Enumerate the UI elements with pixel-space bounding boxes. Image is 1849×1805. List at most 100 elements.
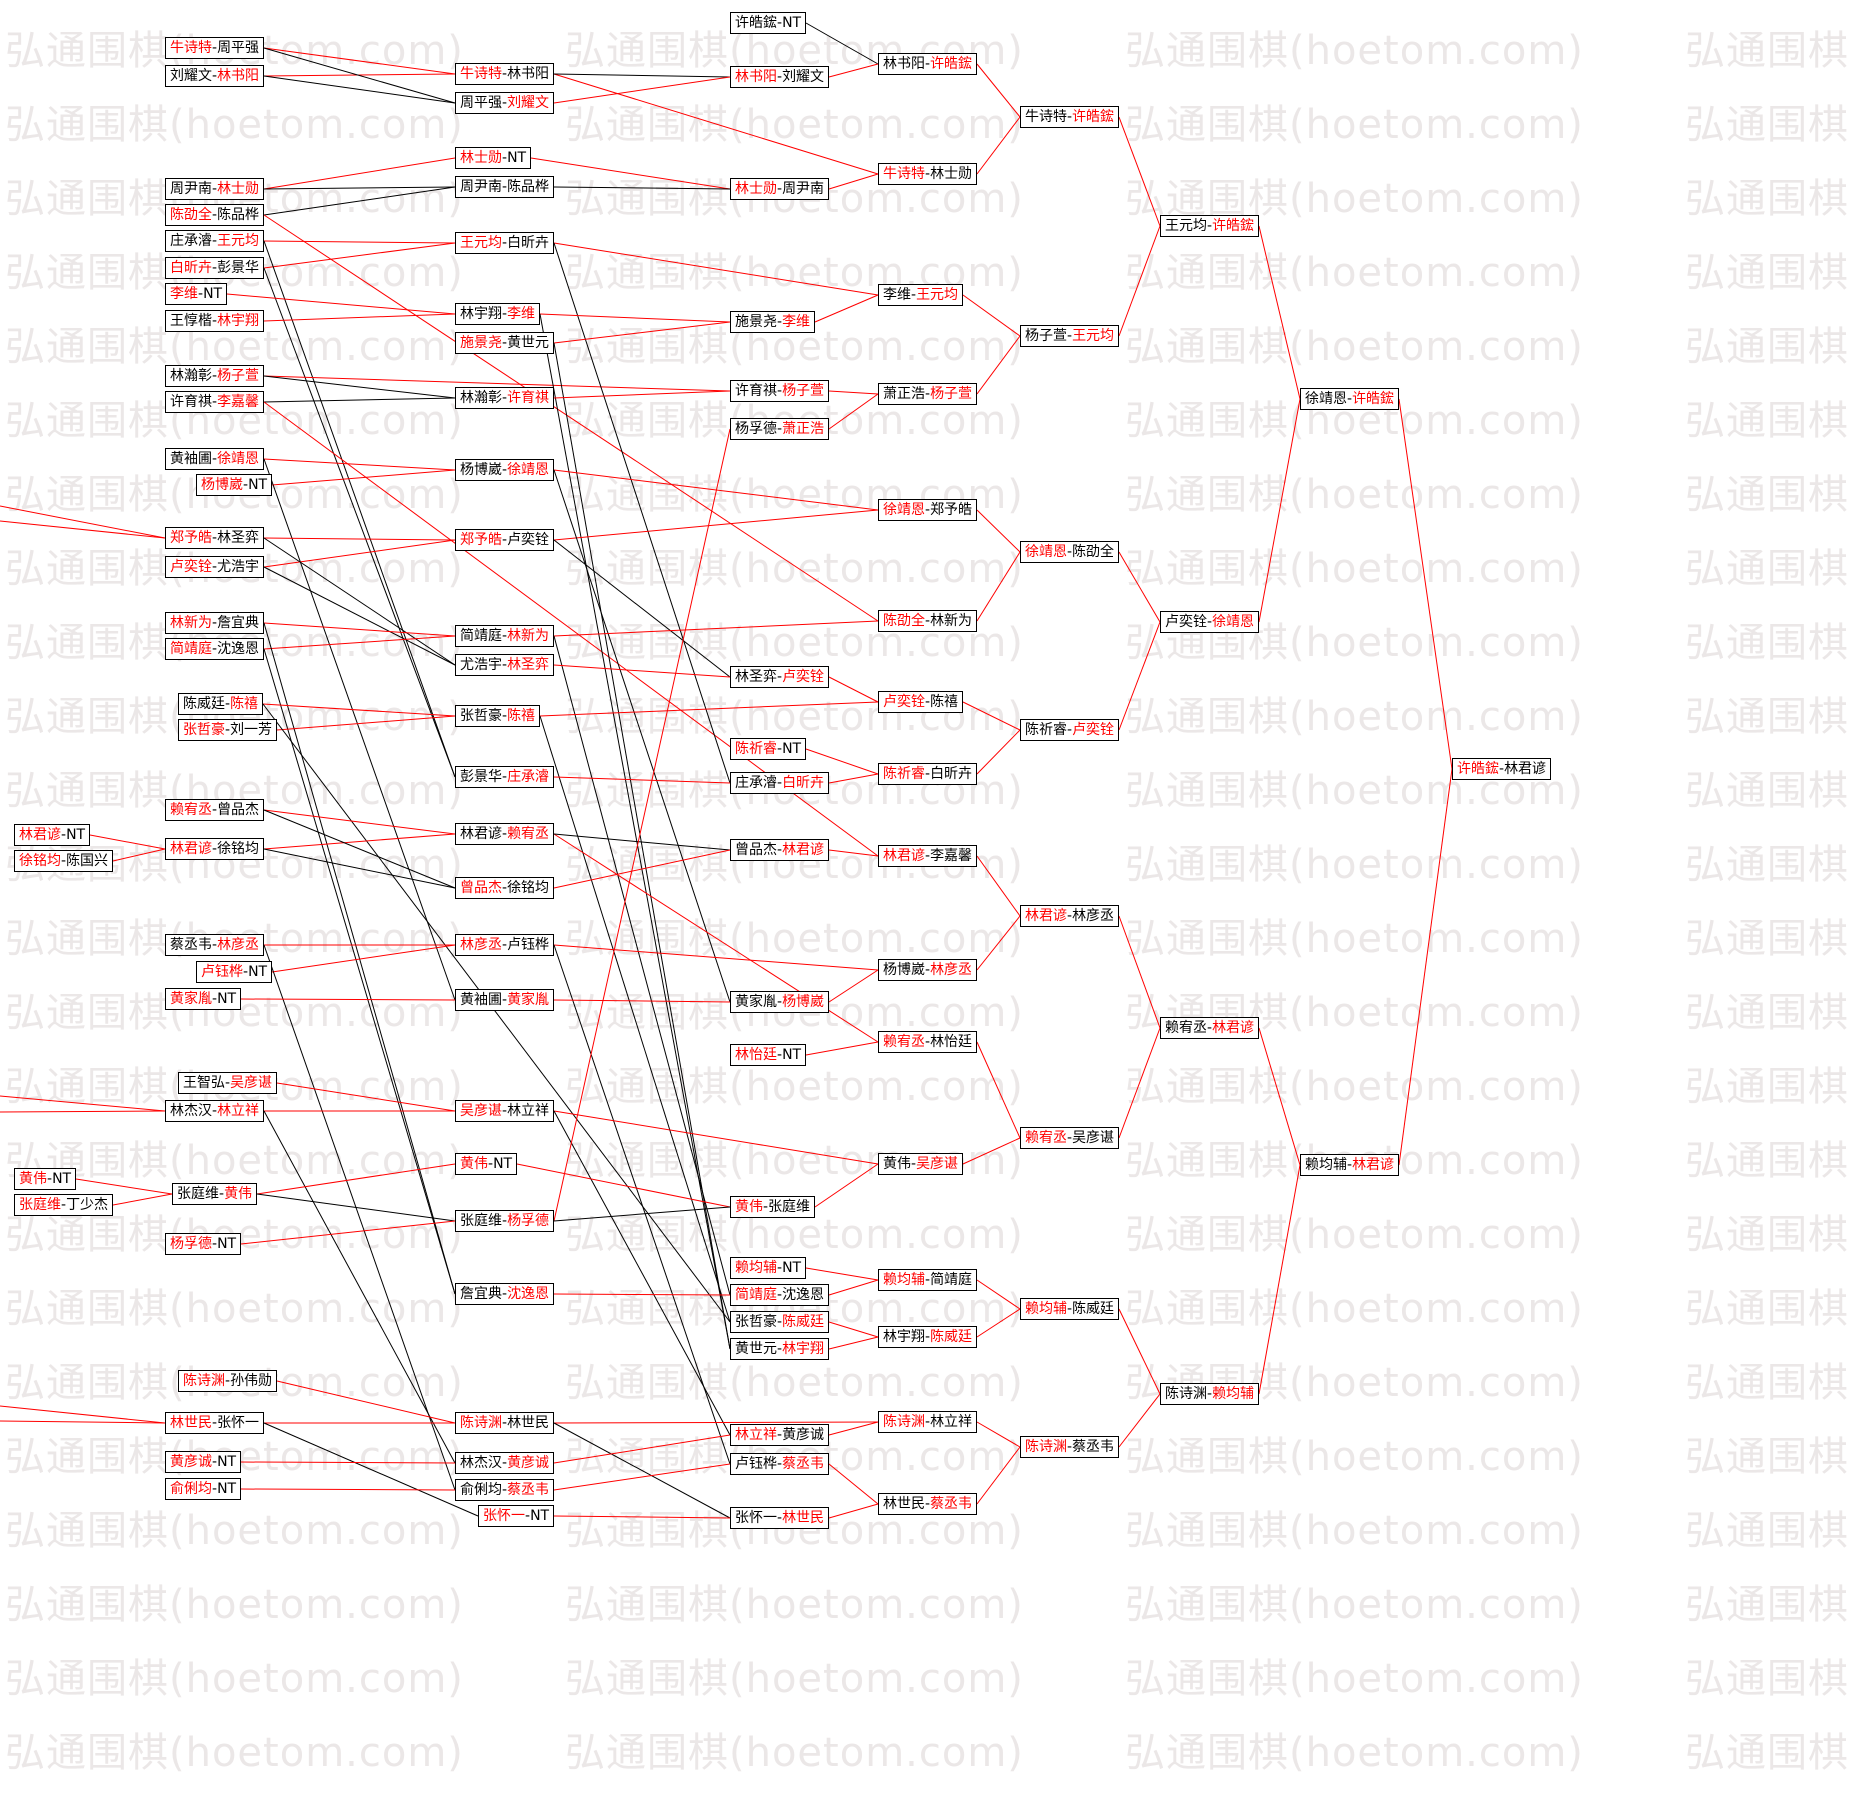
bracket-edge [828, 1279, 879, 1296]
player-name: 张庭维 [460, 1213, 502, 1229]
watermark-text: 弘通围棋(hoetom.com) [1685, 324, 1849, 370]
player-name: 白昕卉 [507, 235, 550, 251]
watermark-text: 弘通围棋(hoetom.com) [1685, 1360, 1849, 1406]
bracket-edge [256, 1163, 456, 1195]
player-name: 林立祥 [217, 1103, 260, 1119]
name-separator: - [1067, 328, 1073, 344]
match-node-c18: 林立祥-黄彦诚 [730, 1424, 830, 1446]
player-name: 卢钰桦 [201, 964, 243, 980]
match-node-fl2: 徐铭均-陈国兴 [14, 850, 114, 872]
watermark-text: 弘通围棋(hoetom.com) [1125, 102, 1584, 148]
player-name: 林世民 [507, 1415, 550, 1431]
name-separator: - [212, 181, 218, 197]
match-node-d10: 杨博崴-林彦丞 [878, 959, 978, 981]
bracket-edge [263, 47, 456, 75]
player-name: 杨博崴 [883, 962, 925, 978]
watermark-text: 弘通围棋(hoetom.com) [1685, 398, 1849, 444]
bracket-edge [263, 622, 456, 1295]
bracket-edge [828, 173, 879, 190]
watermark-text: 弘通围棋(hoetom.com) [5, 1656, 464, 1702]
name-separator: - [777, 15, 783, 31]
player-name: 林圣弈 [735, 669, 777, 685]
player-name: 林立祥 [735, 1427, 777, 1443]
player-name: 黄伟 [460, 1156, 488, 1172]
player-name: 陈诗渊 [1025, 1439, 1067, 1455]
player-name: 周平强 [460, 95, 502, 111]
watermark-text: 弘通围棋(hoetom.com) [1125, 324, 1584, 370]
bracket-edge [263, 240, 456, 778]
name-separator: - [763, 1199, 769, 1215]
watermark-text: 弘通围棋(hoetom.com) [1685, 620, 1849, 666]
match-node-d13: 赖均辅-简靖庭 [878, 1269, 978, 1291]
bracket-edge [263, 397, 456, 403]
match-node-d3: 李维-王元均 [878, 284, 964, 306]
bracket-edge [553, 73, 879, 175]
player-name: 林书阳 [735, 69, 777, 85]
watermark-text: 弘通围棋(hoetom.com) [1125, 916, 1584, 962]
match-node-b13: 张哲豪-陈禧 [455, 705, 541, 727]
name-separator: - [502, 657, 508, 673]
player-name: 简靖庭 [170, 641, 212, 657]
player-name: 徐铭均 [507, 880, 550, 896]
player-name: 张哲豪 [460, 708, 502, 724]
player-name: 萧正浩 [883, 386, 925, 402]
bracket-edge [553, 1434, 731, 1464]
match-node-b17: 林彦丞-卢钰桦 [455, 934, 555, 956]
name-separator: - [502, 1286, 508, 1302]
match-node-d12: 黄伟-吴彦谌 [878, 1153, 964, 1175]
match-node-c8: 陈祈睿-NT [730, 738, 807, 760]
name-separator: - [212, 991, 218, 1007]
bracket-edge [828, 1336, 879, 1350]
player-name: 林新为 [930, 613, 973, 629]
name-separator: - [777, 994, 783, 1010]
player-name: 许皓鋐 [735, 15, 777, 31]
bracket-edge [976, 63, 1021, 118]
name-separator: - [777, 1510, 783, 1526]
match-node-e8: 陈诗渊-蔡丞韦 [1020, 1436, 1120, 1458]
player-name: 张哲豪 [183, 722, 225, 738]
bracket-edge [262, 703, 731, 1323]
player-name: 陈诗渊 [883, 1414, 925, 1430]
player-name: 林世民 [170, 1415, 212, 1431]
player-name: 简靖庭 [735, 1287, 777, 1303]
bracket-edge [962, 1137, 1021, 1165]
match-node-d15: 陈诗渊-林立祥 [878, 1411, 978, 1433]
player-name: 林君谚 [170, 841, 212, 857]
match-node-b23: 陈诗渊-林世民 [455, 1412, 555, 1434]
name-separator: - [502, 1415, 508, 1431]
watermark-text: 弘通围棋(hoetom.com) [1125, 28, 1584, 74]
player-name: 陈诗渊 [1165, 1386, 1207, 1402]
player-name: 张庭维 [19, 1197, 61, 1213]
bracket-edge [962, 294, 1021, 337]
watermark-text: 弘通围棋(hoetom.com) [565, 916, 1024, 962]
match-node-a31: 俞俐均-NT [165, 1478, 242, 1500]
match-node-c15: 简靖庭-沈逸恩 [730, 1284, 830, 1306]
name-separator: - [502, 150, 508, 166]
player-name: 白昕卉 [930, 766, 973, 782]
player-name: 黄彦诚 [507, 1455, 550, 1471]
name-separator: - [502, 1482, 508, 1498]
match-node-d9: 林君谚-李嘉馨 [878, 845, 978, 867]
match-node-fl3: 黄伟-NT [14, 1168, 77, 1190]
player-name: 王元均 [1165, 218, 1207, 234]
name-separator: - [243, 964, 249, 980]
watermark-text: 弘通围棋(hoetom.com) [1685, 990, 1849, 1036]
player-name: 杨子萱 [930, 386, 973, 402]
name-separator: - [1067, 908, 1073, 924]
bracket-edge [0, 520, 166, 539]
name-separator: - [212, 233, 218, 249]
watermark-text: 弘通围棋(hoetom.com) [5, 1138, 464, 1184]
bracket-edge [828, 1321, 879, 1338]
player-name: 萧正浩 [782, 421, 825, 437]
watermark-text: 弘通围棋(hoetom.com) [565, 546, 1024, 592]
bracket-edge [539, 701, 879, 717]
watermark-text: 弘通围棋(hoetom.com) [1125, 1064, 1584, 1110]
bracket-edge [271, 944, 456, 973]
player-name: 黄伟 [224, 1186, 253, 1202]
bracket-edge [263, 635, 456, 650]
match-node-c13: 黄伟-张庭维 [730, 1196, 816, 1218]
name-separator: - [212, 1454, 218, 1470]
bracket-edge [263, 1110, 456, 1464]
player-name: 王元均 [217, 233, 260, 249]
